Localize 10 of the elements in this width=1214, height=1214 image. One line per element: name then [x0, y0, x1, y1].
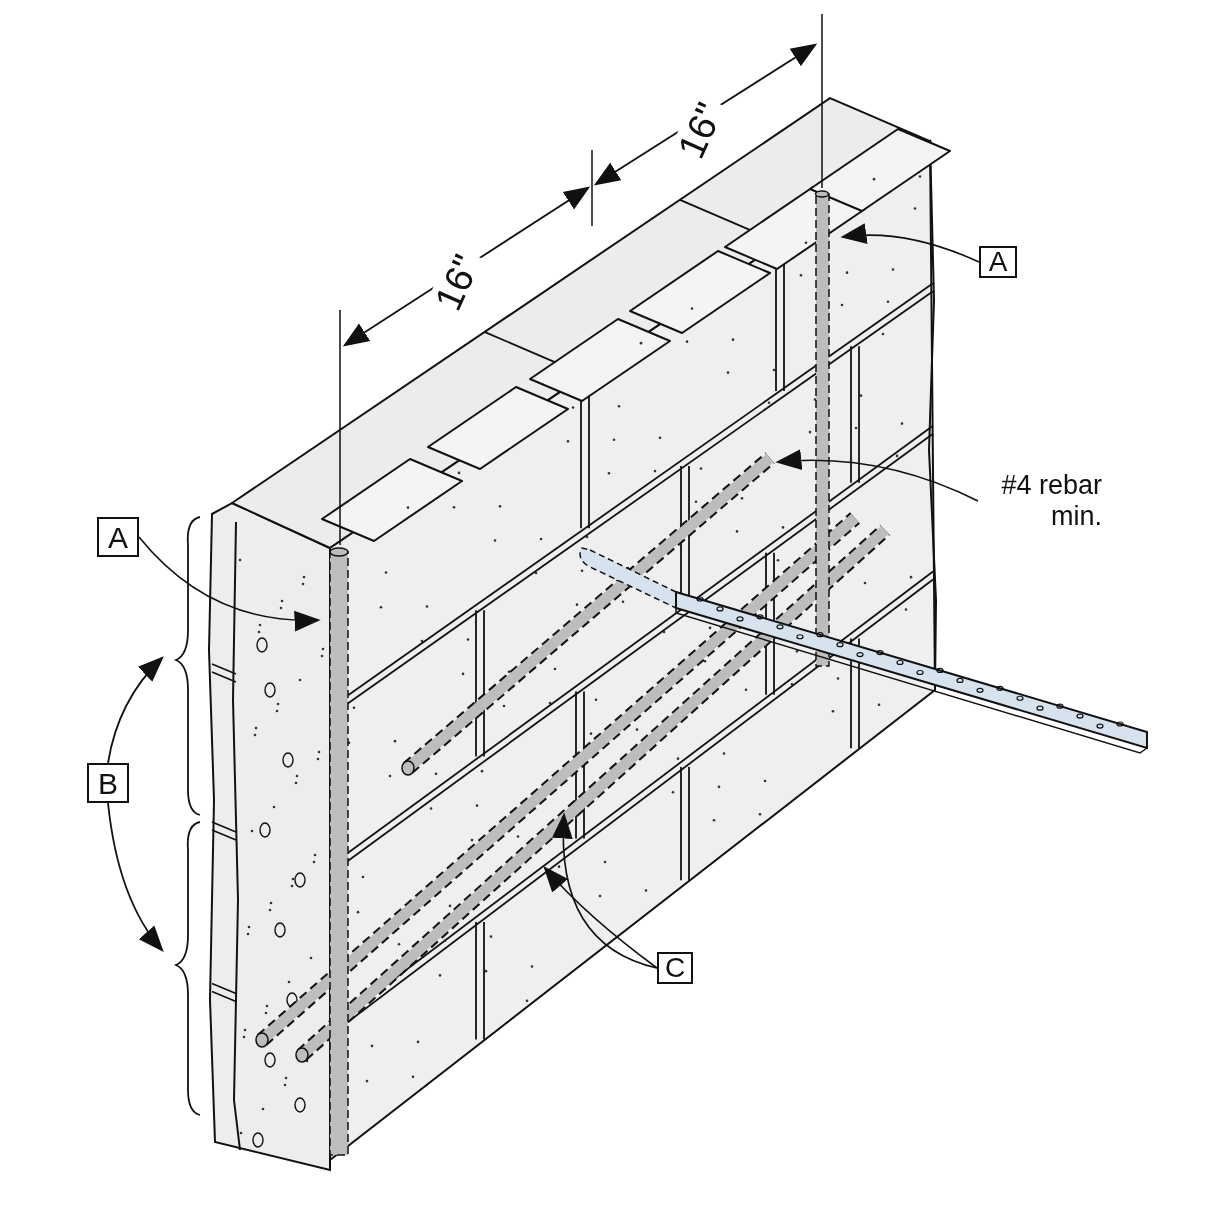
callout-box: A	[97, 517, 139, 557]
callout-box: C	[657, 952, 693, 984]
leader-line	[552, 812, 658, 969]
leader-line	[138, 536, 321, 631]
leader-line	[775, 449, 979, 502]
callout-text: #4 rebar min.	[978, 466, 1102, 536]
leader-line	[543, 866, 658, 969]
callout-box: B	[87, 763, 129, 803]
leader-line	[840, 224, 980, 263]
callout-box: A	[979, 246, 1017, 278]
